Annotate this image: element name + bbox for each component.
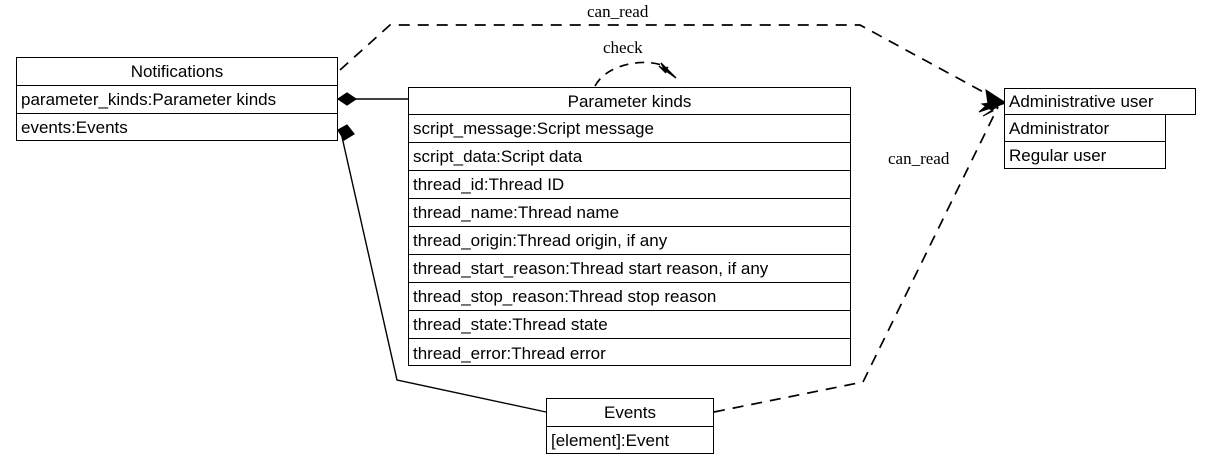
class-attribute-row: Administrator [1004,115,1166,142]
class-attribute-row: thread_origin:Thread origin, if any [409,227,850,255]
class-attribute-row: events:Events [21,118,128,137]
class-attribute-row: thread_state:Thread state [409,311,850,339]
class-attribute-row: [element]:Event [551,431,670,450]
class-attribute-row: parameter_kinds:Parameter kinds [17,86,337,114]
class-attribute-row: script_message:Script message [409,115,850,143]
class-box-administrative-user[interactable]: Administrative user Administrator Regula… [1004,88,1196,169]
edge-label-can-read-bottom: can_read [888,149,950,168]
class-box-events[interactable]: Events [element]:Event [546,398,714,454]
class-title-parameter-kinds: Parameter kinds [409,88,850,115]
class-title-notifications: Notifications [17,58,337,86]
edge-check [594,61,677,87]
class-box-notifications[interactable]: Notifications parameter_kinds:Parameter … [16,57,338,141]
class-attribute-row: script_data:Script data [409,143,850,171]
class-attribute-row: Regular user [1004,142,1166,169]
class-attribute-row: thread_start_reason:Thread start reason,… [409,255,850,283]
class-attribute-row: thread_error:Thread error [413,343,606,363]
edge-composition-parameter-kinds [336,92,408,106]
class-title-administrative-user: Administrative user [1004,88,1196,115]
class-attribute-row: thread_id:Thread ID [409,171,850,199]
class-box-parameter-kinds[interactable]: Parameter kinds script_message:Script me… [408,87,851,366]
edge-label-can-read-top: can_read [587,2,649,21]
class-attribute-row: thread_name:Thread name [409,199,850,227]
class-title-events: Events [547,399,713,427]
edge-label-check: check [603,38,643,57]
class-attribute-row: thread_stop_reason:Thread stop reason [409,283,850,311]
